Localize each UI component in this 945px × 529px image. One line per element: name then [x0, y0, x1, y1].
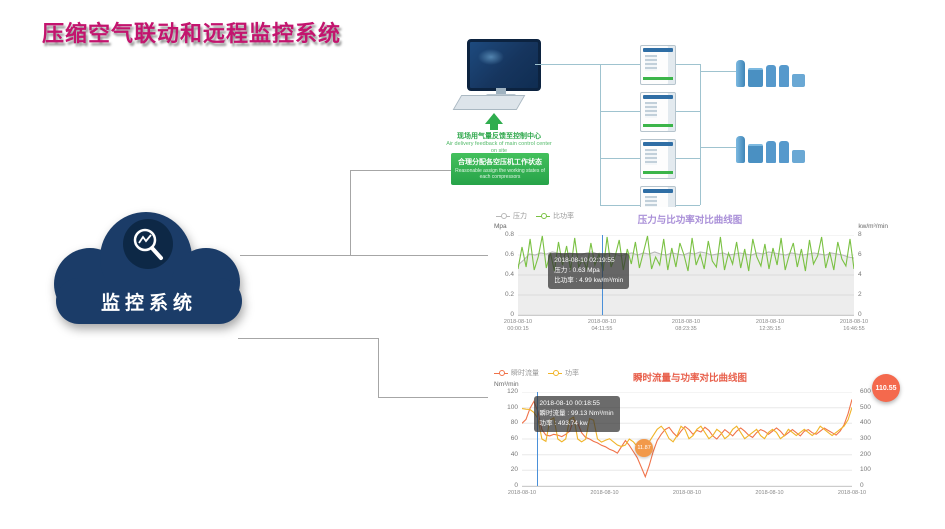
- y-axis-unit-right: kw/m³/min: [858, 223, 888, 230]
- page-title: 压缩空气联动和远程监控系统: [42, 21, 342, 46]
- min-value-marker: 11.87: [635, 439, 654, 458]
- monitor-stand: [496, 88, 506, 94]
- wire: [600, 64, 601, 205]
- air-tank-icon: [736, 60, 745, 87]
- air-tank-icon: [736, 136, 745, 163]
- wire: [674, 111, 700, 112]
- cursor-line: [536, 392, 538, 486]
- dryer-icon: [748, 144, 763, 163]
- feedback-caption: 现场用气量反馈至控制中心 Air delivery feedback of ma…: [443, 132, 555, 154]
- wire: [600, 158, 640, 159]
- valve-icon: [792, 74, 805, 87]
- wire: [674, 64, 700, 65]
- feedback-caption-en: Air delivery feedback of main control ce…: [446, 141, 552, 154]
- dryer-icon: [748, 68, 763, 87]
- connector-line: [350, 170, 351, 256]
- y-axis-unit-left: Mpa: [494, 223, 507, 230]
- compressor-unit: [640, 92, 676, 132]
- y-axis-unit-left: Nm³/min: [494, 381, 519, 388]
- cloud-label: 监控系统: [100, 293, 197, 314]
- cloud-shape: [54, 212, 242, 324]
- up-arrow-stem: [490, 124, 498, 130]
- wire: [674, 205, 700, 206]
- max-value-badge: 110.55: [872, 374, 900, 402]
- wire: [700, 147, 736, 148]
- assign-caption-en: Reasonable assign the working states of …: [455, 167, 545, 180]
- filter-icon: [766, 65, 776, 87]
- feedback-caption-cn: 现场用气量反馈至控制中心: [457, 133, 541, 140]
- wire: [674, 158, 700, 159]
- monitoring-cloud: 监控系统: [38, 196, 260, 338]
- wire: [600, 64, 640, 65]
- legend-item: 压力: [496, 211, 527, 221]
- wire: [600, 111, 640, 112]
- connector-line: [240, 255, 492, 256]
- filter-icon: [779, 65, 789, 87]
- air-treatment-row: [736, 133, 820, 163]
- connector-line: [378, 397, 492, 398]
- valve-icon: [792, 150, 805, 163]
- wire: [700, 71, 736, 72]
- assign-caption-cn: 合理分配各空压机工作状态: [458, 159, 542, 167]
- keyboard: [452, 95, 526, 110]
- compressor-unit: [640, 45, 676, 85]
- connector-line: [350, 170, 456, 171]
- connector-line: [378, 338, 379, 398]
- magnifier-icon: [123, 219, 173, 269]
- control-computer-monitor: [467, 39, 541, 91]
- legend-item: 功率: [548, 368, 579, 378]
- air-treatment-row: [736, 57, 820, 87]
- legend-item: 瞬时流量: [494, 368, 539, 378]
- chart-legend: 压力比功率: [496, 211, 583, 221]
- legend-item: 比功率: [536, 211, 574, 221]
- connector-line: [238, 338, 378, 339]
- filter-icon: [779, 141, 789, 163]
- chart-title: 压力与比功率对比曲线图: [637, 215, 743, 226]
- wire: [535, 64, 600, 65]
- wire: [700, 64, 701, 205]
- up-arrow-icon: [485, 113, 503, 124]
- chart-legend: 瞬时流量功率: [494, 368, 588, 378]
- assign-box: 合理分配各空压机工作状态 Reasonable assign the worki…: [451, 153, 549, 185]
- chart-title: 瞬时流量与功率对比曲线图: [632, 373, 747, 384]
- compressor-unit: [640, 139, 676, 179]
- wire: [600, 205, 640, 206]
- system-diagram: 现场用气量反馈至控制中心 Air delivery feedback of ma…: [446, 35, 825, 226]
- filter-icon: [766, 141, 776, 163]
